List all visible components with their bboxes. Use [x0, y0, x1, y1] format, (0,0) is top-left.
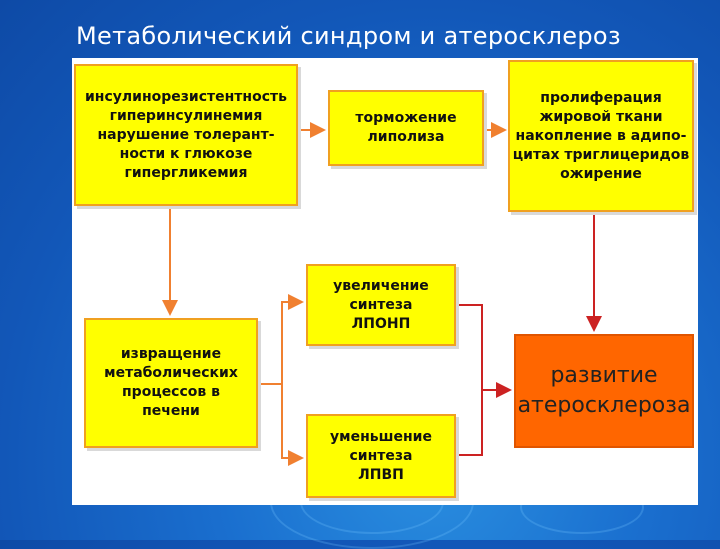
arrow-hdl-to-result [456, 390, 483, 456]
box-line: жировой ткани [539, 108, 663, 125]
box-line: липолиза [367, 129, 445, 145]
box-line: ожирение [560, 165, 642, 182]
box-line: синтеза [349, 447, 413, 464]
box-line: ности к глюкозе [119, 145, 253, 162]
box-fat-proliferation: пролиферация жировой ткани накопление в … [508, 60, 694, 212]
box-line: извращение [120, 346, 222, 362]
box-line: нарушение толерант- [97, 126, 275, 143]
box-line: печени [142, 403, 200, 419]
box-line: гиперинсулинемия [109, 107, 263, 124]
arrow-liver-to-hdl [281, 384, 304, 466]
flow-arrows [162, 122, 602, 466]
box-liver-metabolism: извращение метаболических процессов в пе… [84, 318, 258, 448]
box-line: процессов в [122, 384, 220, 400]
box-line: увеличение [333, 277, 429, 294]
box-insulin-resistance: инсулинорезистентность гиперинсулинемия … [74, 64, 298, 206]
box-line: цитах триглицеридов [512, 146, 690, 163]
box-lipolysis-inhibition: торможение липолиза [328, 90, 484, 166]
box-line: синтеза [349, 296, 413, 313]
box-atherosclerosis-development: развитие атеросклероза [514, 334, 694, 448]
box-hdl-decrease: уменьшение синтеза ЛПВП [306, 414, 456, 498]
arrow-liver-branch [258, 294, 304, 385]
box-line: уменьшение [330, 428, 432, 445]
arrow-vldl-to-result [456, 304, 483, 390]
box-vldl-increase: увеличение синтеза ЛПОНП [306, 264, 456, 346]
box-line: накопление в адипо- [515, 127, 687, 144]
diagram-panel: инсулинорезистентность гиперинсулинемия … [72, 58, 698, 505]
box-line: ЛПОНП [351, 315, 411, 332]
box-line: торможение [355, 110, 457, 126]
result-line: атеросклероза [517, 393, 691, 418]
box-line: метаболических [104, 365, 238, 381]
result-line: развитие [550, 363, 658, 388]
box-line: ЛПВП [358, 466, 404, 483]
slide-title: Метаболический синдром и атеросклероз [76, 22, 621, 50]
box-line: гипергликемия [124, 164, 248, 181]
box-line: инсулинорезистентность [85, 88, 287, 105]
box-line: пролиферация [540, 89, 662, 106]
